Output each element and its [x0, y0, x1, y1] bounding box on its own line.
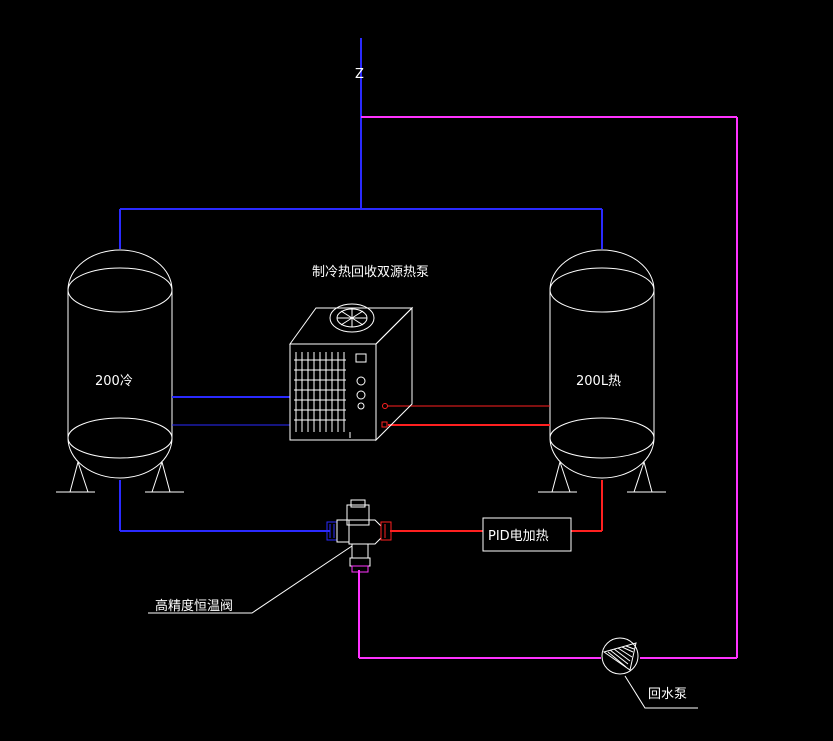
cold-side-pipes	[172, 396, 290, 426]
hot-side-pipes	[388, 405, 550, 426]
hot-outlet-port	[382, 403, 388, 409]
knob-icon	[357, 402, 365, 410]
valve-label: 高精度恒温阀	[155, 598, 233, 614]
pid-heater-box	[482, 517, 572, 552]
hot-inlet-port	[381, 421, 388, 428]
fan-icon	[329, 303, 375, 333]
cold-outlet-pipe	[119, 480, 330, 532]
hot-outlet-pipe	[390, 480, 603, 532]
gauge-icon	[356, 390, 366, 400]
supply-pipe	[119, 38, 603, 249]
hot-tank	[538, 249, 666, 493]
gauge-icon	[356, 376, 366, 386]
heat-pump-unit	[289, 303, 414, 442]
hot-tank-label: 200L热	[576, 374, 621, 389]
supply-label: Z	[355, 67, 364, 82]
heat-pump-title: 制冷热回收双源热泵	[312, 265, 429, 280]
control-panel-display	[355, 353, 367, 363]
pump-label: 回水泵	[648, 687, 687, 702]
return-pump	[601, 637, 639, 675]
cold-tank-label: 200冷	[95, 374, 133, 389]
return-pipe	[358, 116, 738, 659]
pump-leader-line	[624, 675, 698, 709]
cold-tank	[56, 249, 184, 493]
condenser-grille	[294, 352, 346, 432]
thermostatic-valve	[326, 499, 392, 573]
valve-leader-line	[148, 545, 353, 614]
pid-heater-label: PID电加热	[488, 529, 549, 544]
